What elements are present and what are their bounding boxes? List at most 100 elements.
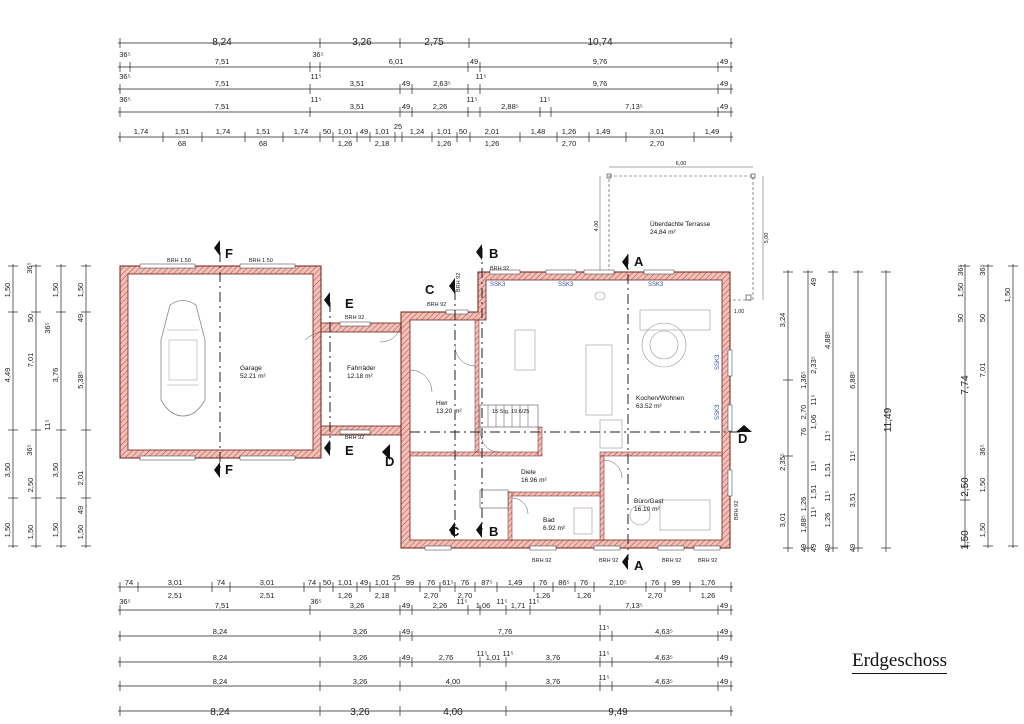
dim-right-4-3: 49 bbox=[848, 544, 857, 552]
brh-bottom-2: BRH 92 bbox=[599, 558, 618, 564]
ssk3-label-3: SSK3 bbox=[648, 282, 664, 288]
dim-top-5-1: 68 bbox=[259, 139, 267, 148]
dim-bottom-0-13: 76 bbox=[461, 578, 469, 587]
dim-bottom-4-0: 8,24 bbox=[213, 653, 228, 662]
dim-top-3-4: 49 bbox=[402, 102, 410, 111]
dim-bottom-1-7: 1,26 bbox=[577, 591, 592, 600]
dim-top-4-7: 49 bbox=[360, 127, 368, 136]
dim-bottom-2-1: 7,51 bbox=[215, 601, 230, 610]
dim-right-1-4: 1,88⁵ bbox=[799, 515, 808, 533]
section-label-a-top: A bbox=[634, 254, 644, 269]
dim-top-4-12: 2,01 bbox=[485, 127, 500, 136]
dim-bottom-0-14: 87⁵ bbox=[481, 578, 492, 587]
dim-top-3-7: 2,88⁵ bbox=[501, 102, 519, 111]
dim-right-1-3: 1,26 bbox=[799, 497, 808, 512]
dim-right-1-1: 2,70 bbox=[799, 405, 808, 420]
dim-bottom-3-4: 11⁵ bbox=[599, 623, 610, 632]
bike-room-area: 12.18 m² bbox=[347, 373, 373, 380]
dim-right-6-4: 2,50 bbox=[960, 477, 971, 497]
dim-top-3-3: 3,51 bbox=[350, 102, 365, 111]
dim-left-3-3: 2,01 bbox=[76, 471, 85, 486]
main-house: 15 Stg. 19.6/25 bbox=[400, 266, 740, 564]
dim-left-1-1: 50 bbox=[26, 314, 35, 322]
bottom-dimension-labels: 74 3,01 74 3,01 74 50 1,01 49 1,01 25 99… bbox=[119, 573, 728, 718]
dim-bottom-3-1: 3,26 bbox=[353, 627, 368, 636]
dim-bottom-2-7: 1,06 bbox=[476, 601, 491, 610]
office-name: Büro/Gast bbox=[634, 498, 663, 505]
dim-bottom-5-5: 4,63⁵ bbox=[655, 677, 673, 686]
dim-top-4-13: 1,48 bbox=[531, 127, 546, 136]
dim-bottom-2-5: 2,26 bbox=[433, 601, 448, 610]
dim-right-1-5: 49 bbox=[799, 544, 808, 552]
ssk3-label-4: SSK3 bbox=[715, 354, 721, 370]
dim-bottom-6-0: 8,24 bbox=[210, 707, 230, 718]
bike-room-brh-top: BRH 92 bbox=[345, 315, 364, 321]
bottom-dimension-lines bbox=[118, 582, 733, 716]
dim-top-3-2: 11⁵ bbox=[311, 95, 322, 104]
dim-right-1-2: 76 bbox=[799, 428, 808, 436]
dim-top-5-5: 1,26 bbox=[437, 139, 452, 148]
dim-right-2-1: 2,33⁵ bbox=[809, 356, 818, 374]
garage-brh-right: BRH 1.50 bbox=[249, 258, 273, 264]
dim-bottom-0-19: 2,10⁵ bbox=[609, 578, 627, 587]
dim-top-4-1: 1,51 bbox=[175, 127, 190, 136]
bath-area: 6.92 m² bbox=[543, 525, 566, 532]
dim-bottom-6-1: 3,26 bbox=[350, 707, 370, 718]
bike-room-brh-bottom: BRH 92 bbox=[345, 435, 364, 441]
dim-left-1-2: 7,01 bbox=[26, 353, 35, 368]
dim-left-2-2: 3,76 bbox=[51, 368, 60, 383]
dim-left-2-3: 11⁵ bbox=[43, 420, 52, 431]
dim-left-2-4: 3,50 bbox=[51, 463, 60, 478]
dim-right-0-1: 2,35⁵ bbox=[778, 453, 787, 471]
dim-bottom-0-5: 50 bbox=[323, 578, 331, 587]
dim-top-5-3: 2,18 bbox=[375, 139, 390, 148]
dim-bottom-0-0: 74 bbox=[125, 578, 133, 587]
ssk3-label-2: SSK3 bbox=[558, 282, 574, 288]
dim-top-4-16: 3,01 bbox=[650, 127, 665, 136]
dim-top-4-2: 1,74 bbox=[216, 127, 231, 136]
dim-top-1-1: 7,51 bbox=[215, 57, 230, 66]
dim-bottom-6-2: 4,00 bbox=[443, 707, 463, 718]
dim-top-1-3: 6,01 bbox=[389, 57, 404, 66]
dim-top-5-8: 2,70 bbox=[650, 139, 665, 148]
dim-bottom-3-2: 49 bbox=[402, 627, 410, 636]
dim-top-4-8: 1,01 bbox=[375, 127, 390, 136]
dim-left-1-0: 36⁵ bbox=[25, 262, 34, 273]
dim-bottom-4-3: 2,76 bbox=[439, 653, 454, 662]
dim-bottom-0-21: 99 bbox=[672, 578, 680, 587]
dim-right-7-2: 7,01 bbox=[978, 363, 987, 378]
furniture bbox=[514, 291, 711, 535]
dim-bottom-5-0: 8,24 bbox=[213, 677, 228, 686]
dim-top-3-1: 7,51 bbox=[215, 102, 230, 111]
stairs-label: 15 Stg. 19.6/25 bbox=[492, 409, 529, 415]
dim-bottom-0-2: 74 bbox=[217, 578, 225, 587]
dim-right-3-4: 1,26 bbox=[823, 513, 832, 528]
dim-bottom-1-1: 2,51 bbox=[260, 591, 275, 600]
dim-right-0-0: 3,24 bbox=[778, 313, 787, 328]
dim-right-7-3: 36⁵ bbox=[978, 444, 987, 455]
top-dimension-labels: 8,24 3,26 2,75 10,74 36⁵ 7,51 36⁵ 6,01 4… bbox=[119, 37, 728, 148]
dim-top-4-15: 1,49 bbox=[596, 127, 611, 136]
dim-bottom-4-1: 3,26 bbox=[353, 653, 368, 662]
dim-left-2-5: 1,50 bbox=[51, 523, 60, 538]
brh-bottom-3: BRH 92 bbox=[662, 558, 681, 564]
left-dimensions: 1,50 4,49 3,50 1,50 36⁵ 50 7,01 36⁵ 2,50… bbox=[3, 262, 91, 548]
dim-left-3-0: 1,50 bbox=[76, 283, 85, 298]
dim-bottom-0-8: 1,01 bbox=[375, 578, 390, 587]
dim-bottom-2-4: 49 bbox=[402, 601, 410, 610]
terrace-area: 24.84 m² bbox=[650, 229, 676, 236]
dim-bottom-2-2: 36⁵ bbox=[310, 597, 321, 606]
dim-bottom-0-9: 25 bbox=[392, 573, 400, 582]
dim-right-4-0: 6,88⁵ bbox=[848, 371, 857, 389]
dim-bottom-4-4: 11⁵ bbox=[477, 649, 488, 658]
dim-top-2-5: 2,63⁵ bbox=[433, 79, 451, 88]
dim-left-3-2: 5,38⁵ bbox=[76, 371, 85, 389]
dim-bottom-0-3: 3,01 bbox=[260, 578, 275, 587]
dim-right-2-0: 49 bbox=[809, 278, 818, 286]
dim-right-7-1: 50 bbox=[978, 314, 987, 322]
dim-bottom-4-7: 3,76 bbox=[546, 653, 561, 662]
dim-bottom-2-12: 49 bbox=[720, 601, 728, 610]
dim-top-4-11: 50 bbox=[459, 127, 467, 136]
brh-hwr: BRH 92 bbox=[427, 302, 446, 308]
dim-bottom-0-18: 76 bbox=[580, 578, 588, 587]
